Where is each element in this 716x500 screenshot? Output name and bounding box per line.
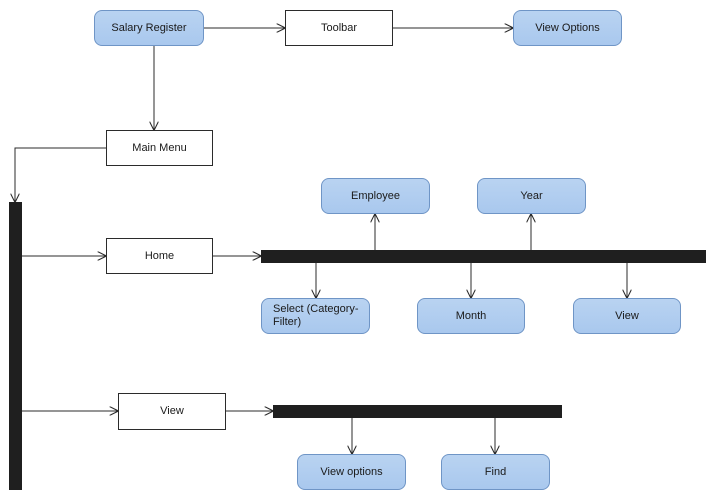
find-label: Find [484, 465, 507, 478]
salary-register-label: Salary Register [111, 21, 187, 34]
view-home-node[interactable]: View [573, 298, 681, 334]
home-node[interactable]: Home [106, 238, 213, 274]
view-menu-label: View [160, 405, 184, 417]
home-branch-bar [261, 250, 706, 263]
view-options-top-node[interactable]: View Options [513, 10, 622, 46]
employee-label: Employee [351, 189, 400, 202]
main-menu-node[interactable]: Main Menu [106, 130, 213, 166]
view-options-bottom-label: View options [320, 465, 383, 478]
view-options-top-label: View Options [535, 21, 600, 34]
find-node[interactable]: Find [441, 454, 550, 490]
salary-register-node[interactable]: Salary Register [94, 10, 204, 46]
month-label: Month [455, 309, 487, 322]
toolbar-node[interactable]: Toolbar [285, 10, 393, 46]
view-home-label: View [615, 309, 639, 322]
toolbar-label: Toolbar [320, 21, 358, 34]
year-node[interactable]: Year [477, 178, 586, 214]
main-menu-label: Main Menu [132, 141, 187, 154]
view-menu-node[interactable]: View [118, 393, 226, 430]
year-label: Year [520, 189, 543, 202]
select-category-filter-label: Select (Category-Filter) [273, 303, 359, 328]
month-node[interactable]: Month [417, 298, 525, 334]
select-category-filter-node[interactable]: Select (Category-Filter) [261, 298, 370, 334]
view-branch-bar [273, 405, 562, 418]
vertical-spine-bar [9, 202, 22, 490]
arrow-mainmenu-to-spine [15, 147, 106, 202]
home-label: Home [144, 249, 175, 262]
view-options-bottom-node[interactable]: View options [297, 454, 406, 490]
employee-node[interactable]: Employee [321, 178, 430, 214]
